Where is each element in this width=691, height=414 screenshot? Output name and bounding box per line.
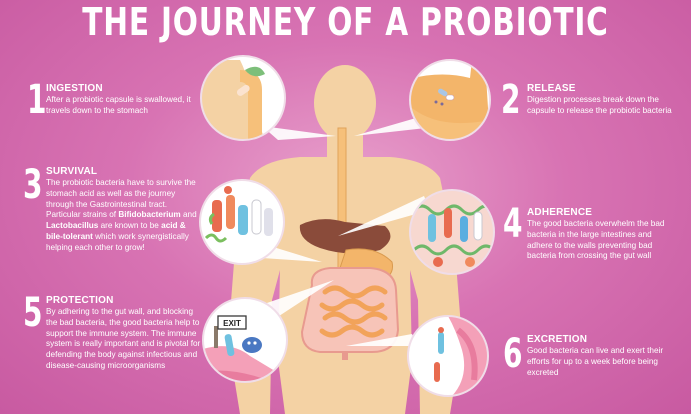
step-heading: ADHERENCE — [527, 207, 593, 218]
step-number: 5 — [23, 290, 43, 336]
step-text: Digestion processes break down the capsu… — [527, 95, 672, 115]
text-bold-bifidobacterium: Bifidobacterium — [118, 210, 181, 220]
text-bold-acid-bile: acid & bile-tolerant — [46, 221, 186, 241]
pointer-beams — [262, 118, 430, 346]
text-part: which work synergistically helping each … — [46, 231, 189, 252]
text-bold-lactobacillus: Lactobacillus — [46, 221, 99, 231]
step-number: 3 — [23, 162, 43, 208]
detail-circle-ingestion — [200, 55, 286, 141]
detail-circle-survival — [199, 179, 285, 265]
step-number: 2 — [501, 77, 521, 123]
step-text: The probiotic bacteria have to survive t… — [46, 178, 201, 254]
detail-circle-release — [409, 59, 491, 141]
step-text: By adhering to the gut wall, and blockin… — [46, 307, 201, 370]
step-heading: SURVIVAL — [46, 166, 98, 177]
step-number: 4 — [503, 201, 523, 247]
exit-sign: EXIT — [217, 315, 247, 330]
exit-sign-text: EXIT — [223, 319, 241, 328]
detail-circle-excretion — [407, 315, 489, 397]
text-part: are known to be — [98, 221, 162, 231]
text-part: The probiotic bacteria have to survive t… — [46, 178, 196, 220]
detail-circle-adherence — [409, 189, 495, 275]
step-heading: EXCRETION — [527, 334, 588, 345]
page-title: THE JOURNEY OF A PROBIOTIC — [82, 0, 609, 44]
digestive-tract — [299, 127, 400, 360]
step-number: 1 — [27, 77, 47, 123]
step-number: 6 — [503, 331, 523, 377]
step-text: Good bacteria can live and exert their e… — [527, 346, 664, 377]
step-heading: PROTECTION — [46, 295, 114, 306]
detail-circle-protection — [202, 297, 288, 383]
step-text: After a probiotic capsule is swallowed, … — [46, 95, 191, 115]
step-heading: INGESTION — [46, 83, 103, 94]
text-part: and — [180, 210, 197, 220]
step-text: The good bacteria overwhelm the bad bact… — [527, 219, 665, 261]
step-heading: RELEASE — [527, 83, 576, 94]
